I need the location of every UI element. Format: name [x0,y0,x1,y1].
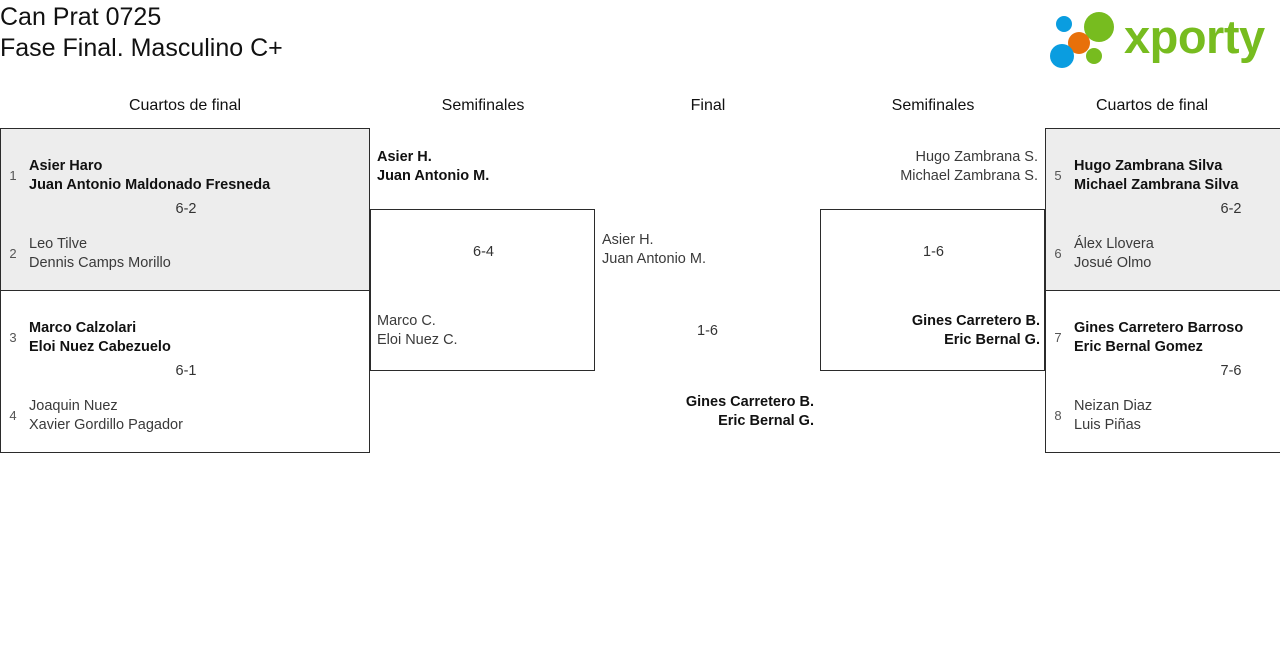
round-header-semifinals-right: Semifinales [891,97,975,114]
page-title: Can Prat 0725 Fase Final. Masculino C+ [0,2,283,64]
match-score: 6-2 [1220,201,1242,217]
team-name: Asier Haro Juan Antonio Maldonado Fresne… [29,158,271,193]
logo-dot-orange-icon [1068,32,1090,54]
match-score: 1-6 [923,244,944,260]
match-box-qf2[interactable]: 3 Marco Calzolari Eloi Nuez Cabezuelo 6-… [0,290,370,453]
logo-dot-green-large-icon [1084,12,1114,42]
match-box-sf-left[interactable]: 6-4 Marco C. Eloi Nuez C. [370,209,595,371]
team-name: Hugo Zambrana Silva Michael Zambrana Sil… [1074,158,1239,193]
logo-dot-blue-large-icon [1050,44,1074,68]
round-header-quarterfinals-left: Cuartos de final [128,97,242,114]
round-header-quarterfinals-right: Cuartos de final [1096,97,1209,114]
seed-number: 2 [9,246,17,261]
seed-number: 6 [1054,246,1062,261]
xporty-logo: xporty [1044,6,1274,68]
seed-number: 1 [9,168,17,183]
team-name-sf-right-top: Hugo Zambrana S. Michael Zambrana S. [900,149,1038,184]
team-name-final-bottom: Gines Carretero B. Eric Bernal G. [685,394,814,429]
logo-dot-blue-small-icon [1056,16,1072,32]
final-score: 1-6 [697,323,718,339]
match-box-sf-right[interactable]: 1-6 Gines Carretero B. Eric Bernal G. [820,209,1045,371]
team-name: Marco C. Eloi Nuez C. [377,313,458,348]
logo-wordmark: xporty [1124,10,1265,63]
seed-number: 4 [9,408,17,423]
team-name: Leo Tilve Dennis Camps Morillo [29,236,171,271]
match-box-qf1[interactable]: 1 Asier Haro Juan Antonio Maldonado Fres… [0,128,370,291]
match-score: 6-4 [473,244,494,260]
match-score: 6-2 [175,201,197,217]
team-name: Gines Carretero Barroso Eric Bernal Gome… [1074,320,1244,355]
round-header-semifinals-left: Semifinales [441,97,525,114]
seed-number: 7 [1054,330,1062,345]
logo-dots-icon [1050,10,1124,68]
team-name: Gines Carretero B. Eric Bernal G. [911,313,1040,348]
team-name: Álex Llovera Josué Olmo [1074,236,1154,271]
tournament-name: Can Prat 0725 [0,3,162,31]
team-name-sf-left-top: Asier H. Juan Antonio M. [377,149,490,184]
match-score: 7-6 [1220,363,1242,379]
seed-number: 8 [1054,408,1062,423]
seed-number: 3 [9,330,17,345]
team-name-final-top: Asier H. Juan Antonio M. [602,232,706,267]
round-header-final: Final [690,97,726,114]
match-score: 6-1 [175,363,197,379]
team-name: Marco Calzolari Eloi Nuez Cabezuelo [29,320,171,355]
tournament-phase: Fase Final. Masculino C+ [0,34,283,62]
team-name: Neizan Diaz Luis Piñas [1074,398,1153,433]
logo-dot-green-small-icon [1086,48,1102,64]
match-box-qf3[interactable]: 5 Hugo Zambrana Silva Michael Zambrana S… [1045,128,1280,291]
seed-number: 5 [1054,168,1062,183]
team-name: Joaquin Nuez Xavier Gordillo Pagador [29,398,183,433]
match-box-qf4[interactable]: 7 Gines Carretero Barroso Eric Bernal Go… [1045,290,1280,453]
